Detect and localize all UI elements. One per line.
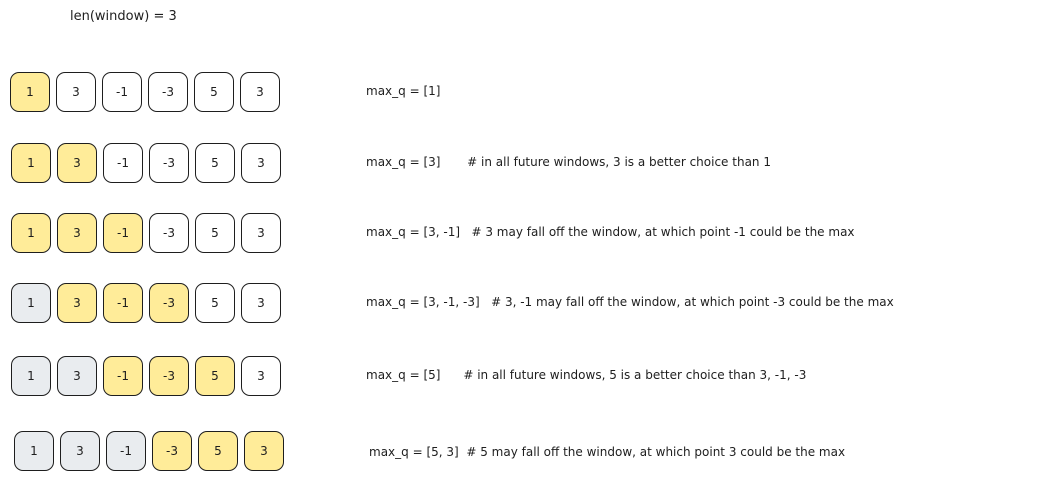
array-cell: -1 bbox=[103, 213, 143, 253]
step-row-3: 1 3 -1 -3 5 3 max_q = [3, -1] # 3 may fa… bbox=[0, 213, 1064, 255]
step-row-5: 1 3 -1 -3 5 3 max_q = [5] # in all futur… bbox=[0, 356, 1064, 398]
array-cell: 5 bbox=[195, 283, 235, 323]
max-q-annotation: max_q = [3, -1, -3] # 3, -1 may fall off… bbox=[366, 295, 894, 309]
array-cells: 1 3 -1 -3 5 3 bbox=[14, 431, 284, 471]
array-cell: 5 bbox=[195, 213, 235, 253]
step-row-2: 1 3 -1 -3 5 3 max_q = [3] # in all futur… bbox=[0, 143, 1064, 185]
array-cells: 1 3 -1 -3 5 3 bbox=[11, 213, 281, 253]
array-cell: 3 bbox=[57, 143, 97, 183]
array-cell: -3 bbox=[148, 72, 188, 112]
array-cell: 1 bbox=[10, 72, 50, 112]
array-cells: 1 3 -1 -3 5 3 bbox=[11, 283, 281, 323]
array-cell: 1 bbox=[11, 356, 51, 396]
array-cell: 1 bbox=[11, 213, 51, 253]
max-q-annotation: max_q = [3] # in all future windows, 3 i… bbox=[366, 155, 771, 169]
array-cell: -3 bbox=[149, 213, 189, 253]
array-cells: 1 3 -1 -3 5 3 bbox=[11, 356, 281, 396]
array-cell: 5 bbox=[195, 143, 235, 183]
array-cell: 3 bbox=[241, 283, 281, 323]
array-cell: 3 bbox=[57, 356, 97, 396]
max-q-annotation: max_q = [3, -1] # 3 may fall off the win… bbox=[366, 225, 855, 239]
array-cell: -1 bbox=[103, 143, 143, 183]
max-q-annotation: max_q = [5, 3] # 5 may fall off the wind… bbox=[369, 445, 846, 459]
array-cell: 5 bbox=[198, 431, 238, 471]
step-row-6: 1 3 -1 -3 5 3 max_q = [5, 3] # 5 may fal… bbox=[0, 431, 1064, 473]
array-cell: 1 bbox=[11, 143, 51, 183]
array-cell: 3 bbox=[244, 431, 284, 471]
array-cell: 3 bbox=[60, 431, 100, 471]
array-cell: 3 bbox=[240, 72, 280, 112]
array-cell: -1 bbox=[106, 431, 146, 471]
step-row-1: 1 3 -1 -3 5 3 max_q = [1] bbox=[0, 72, 1064, 114]
array-cell: 1 bbox=[14, 431, 54, 471]
array-cell: -3 bbox=[152, 431, 192, 471]
step-row-4: 1 3 -1 -3 5 3 max_q = [3, -1, -3] # 3, -… bbox=[0, 283, 1064, 325]
array-cell: 3 bbox=[241, 213, 281, 253]
array-cell: 3 bbox=[241, 356, 281, 396]
array-cell: -3 bbox=[149, 143, 189, 183]
diagram-title: len(window) = 3 bbox=[70, 9, 177, 24]
array-cell: 3 bbox=[241, 143, 281, 183]
array-cell: 5 bbox=[195, 356, 235, 396]
array-cell: 5 bbox=[194, 72, 234, 112]
array-cell: -1 bbox=[103, 356, 143, 396]
array-cell: 3 bbox=[57, 213, 97, 253]
array-cell: 1 bbox=[11, 283, 51, 323]
array-cell: 3 bbox=[57, 283, 97, 323]
array-cell: -1 bbox=[103, 283, 143, 323]
array-cell: -3 bbox=[149, 283, 189, 323]
max-q-annotation: max_q = [1] bbox=[366, 84, 441, 98]
array-cell: -1 bbox=[102, 72, 142, 112]
max-q-annotation: max_q = [5] # in all future windows, 5 i… bbox=[366, 368, 807, 382]
array-cell: 3 bbox=[56, 72, 96, 112]
array-cells: 1 3 -1 -3 5 3 bbox=[10, 72, 280, 112]
array-cells: 1 3 -1 -3 5 3 bbox=[11, 143, 281, 183]
array-cell: -3 bbox=[149, 356, 189, 396]
